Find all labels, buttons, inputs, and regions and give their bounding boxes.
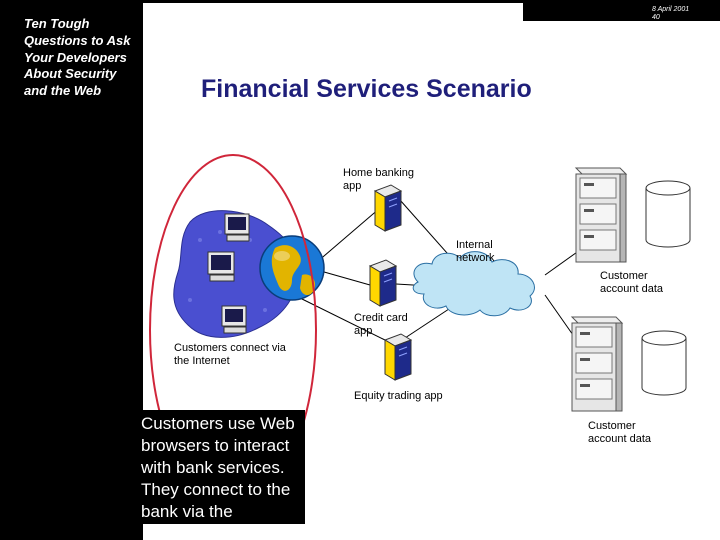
label-customers-connect: Customers connect via the Internet (174, 342, 286, 367)
sidebar-title: Ten Tough Questions to Ask Your Develope… (24, 16, 131, 99)
computer-icon (221, 305, 247, 334)
slide-date: 8 April 2001 40 (652, 6, 689, 22)
database-cylinder-icon (645, 180, 691, 248)
slide-page-number: 40 (652, 14, 660, 21)
label-internal-network: Internal network (456, 239, 495, 264)
label-customer-account-data-2: Customer account data (588, 420, 651, 445)
slide-header-bar (523, 0, 720, 21)
server-tower-icon (383, 333, 413, 381)
label-credit-card: Credit card app (354, 312, 408, 337)
callout-text: Customers use Web browsers to interact w… (141, 414, 295, 521)
server-tower-icon (368, 259, 398, 307)
label-equity-trading: Equity trading app (354, 390, 443, 402)
label-customer-account-data-1: Customer account data (600, 270, 663, 295)
computer-icon (207, 251, 235, 282)
server-tower-icon (373, 184, 403, 232)
slide-date-text: 8 April 2001 (652, 6, 690, 13)
server-rack-icon (574, 167, 628, 263)
callout-box: Customers use Web browsers to interact w… (141, 410, 305, 524)
label-home-banking-text: Home banking app (343, 167, 414, 192)
computer-icon (224, 213, 250, 242)
customers-blob (173, 210, 299, 338)
database-cylinder-icon (641, 330, 687, 396)
cloud-icon (412, 251, 535, 317)
server-rack-icon (570, 316, 624, 412)
slide-title: Financial Services Scenario (201, 75, 532, 103)
label-home-banking: Home banking app (343, 167, 427, 193)
